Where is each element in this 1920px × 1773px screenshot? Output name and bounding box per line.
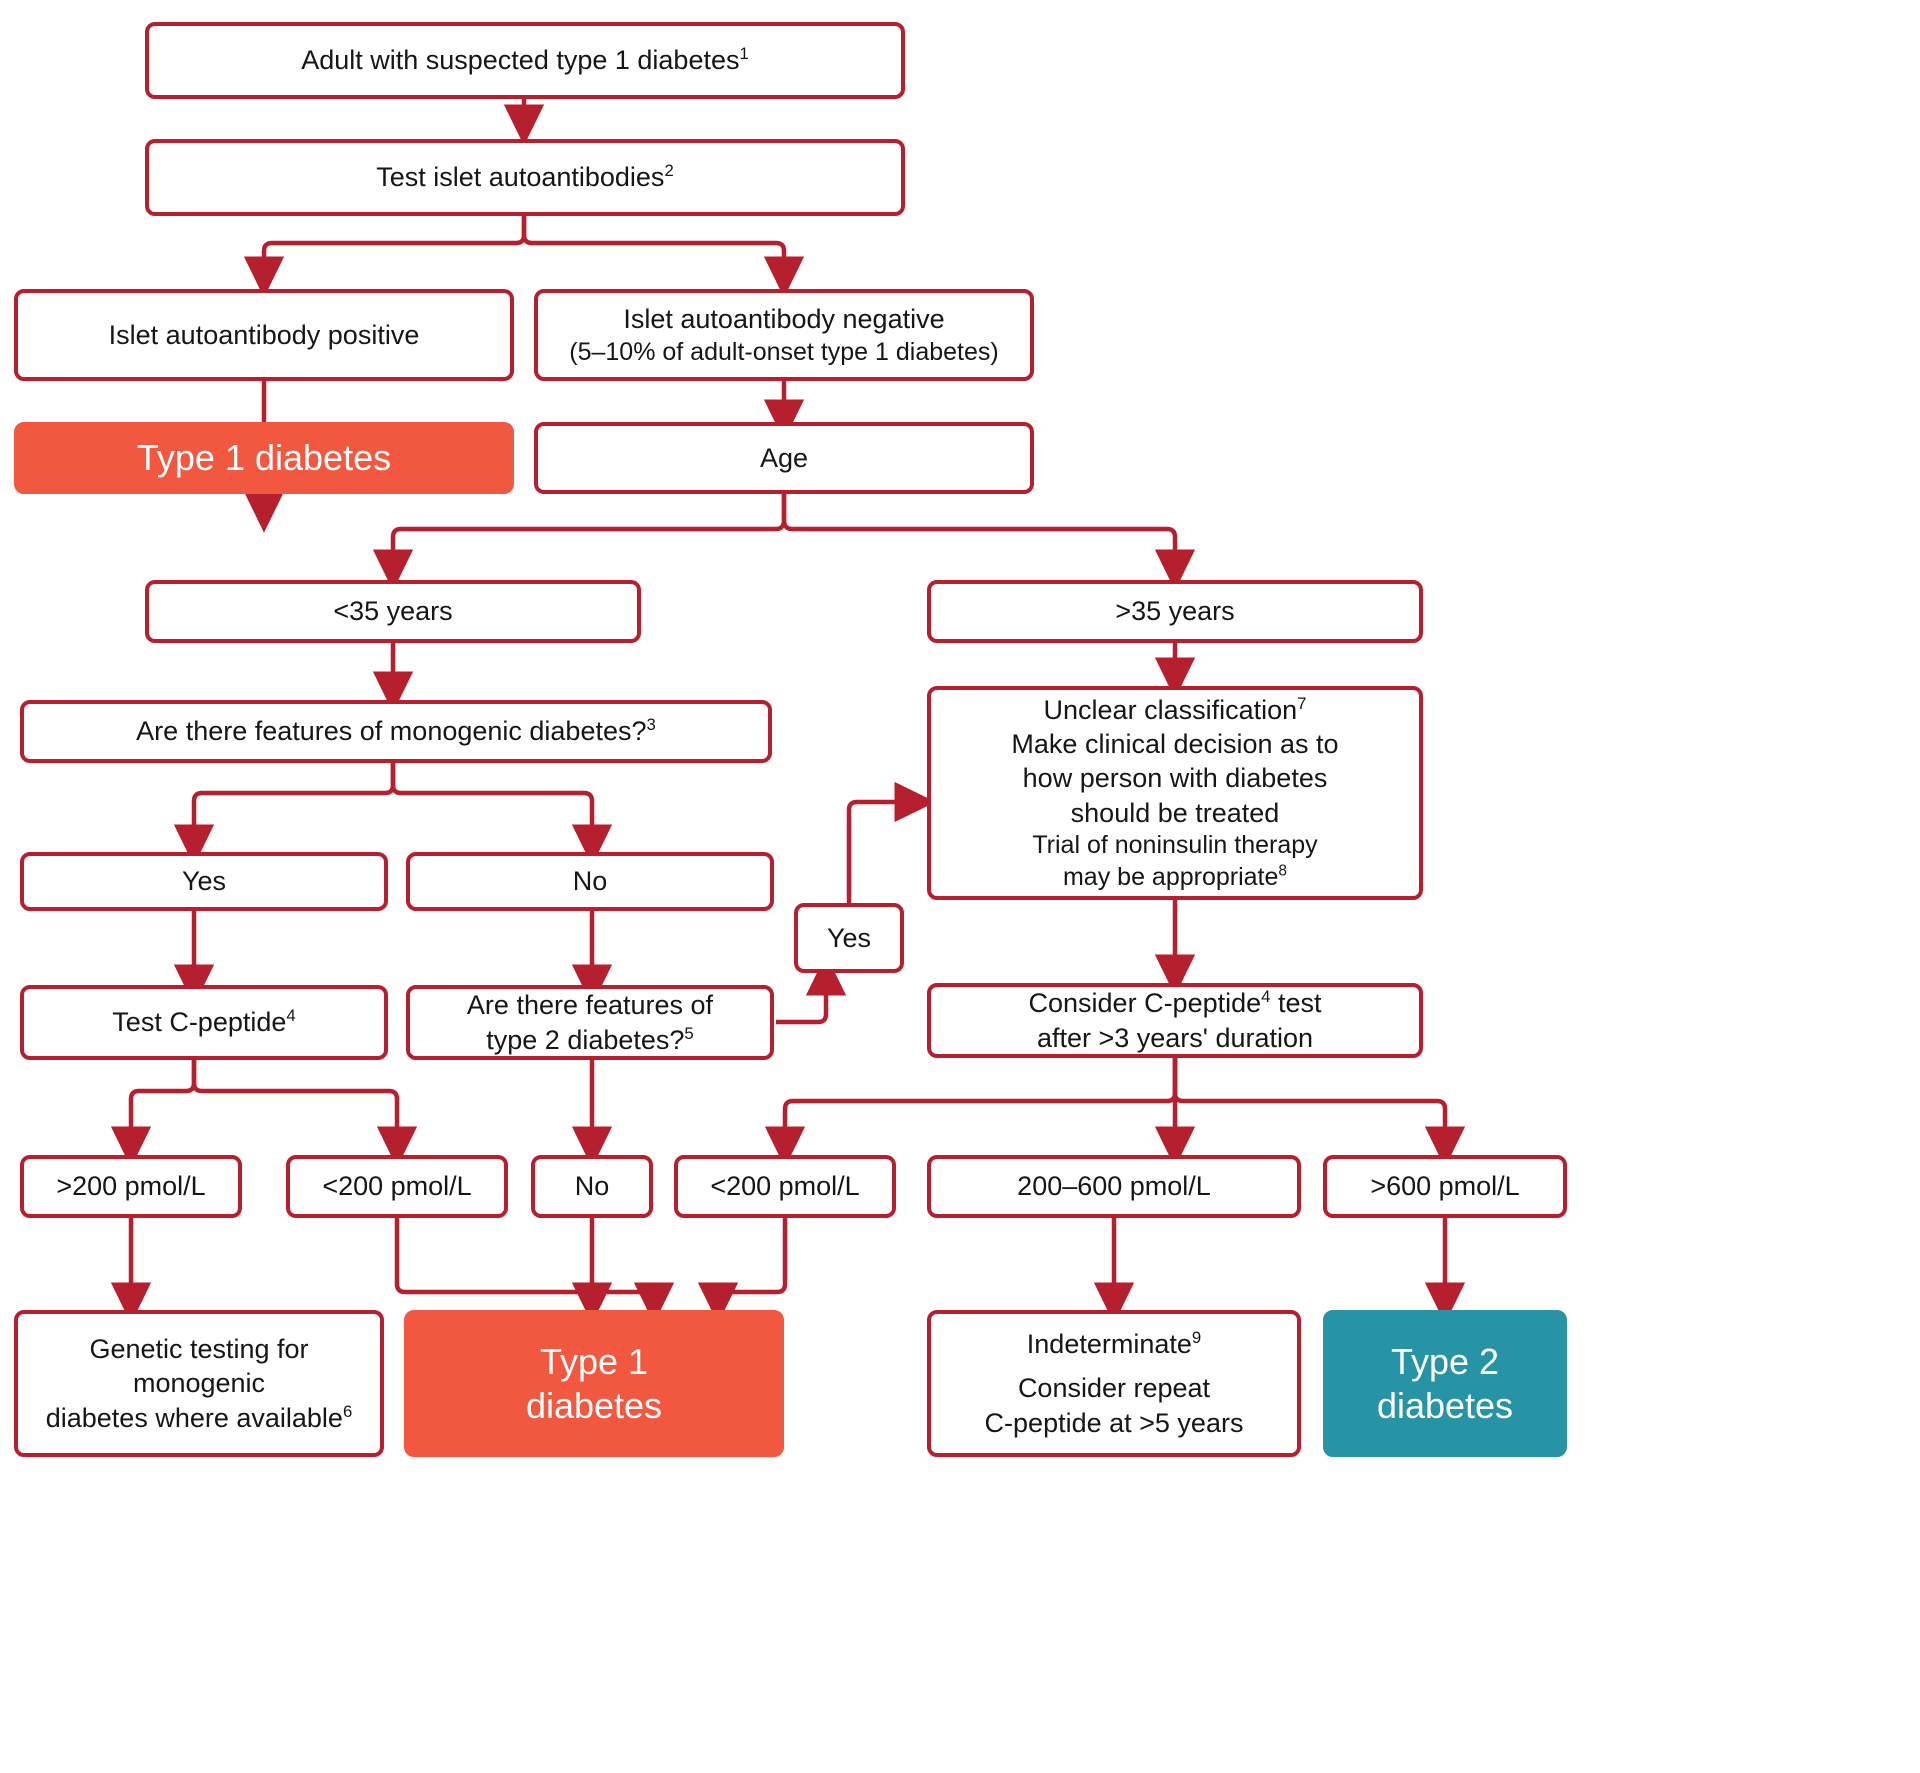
node-lt-200-b-label: <200 pmol/L	[710, 1171, 860, 1202]
node-monogenic-no: No	[406, 852, 774, 911]
node-age-label: Age	[759, 442, 809, 473]
node-monogenic-features-question: Are there features of monogenic diabetes…	[20, 700, 772, 763]
node-suspected-type1: Adult with suspected type 1 diabetes1	[145, 22, 905, 99]
footnote-3: 3	[646, 715, 656, 735]
node-type2-question-line1: Are there features of	[466, 989, 714, 1020]
node-autoantibody-positive-label: Islet autoantibody positive	[108, 319, 420, 350]
node-type1-top-label: Type 1 diabetes	[136, 436, 392, 478]
node-autoantibody-negative-label: Islet autoantibody negative	[623, 303, 945, 334]
node-type1-diabetes-bottom: Type 1 diabetes	[404, 1310, 784, 1457]
node-test-c-peptide: Test C-peptide4	[20, 985, 388, 1060]
node-autoantibody-negative-subtext: (5–10% of adult-onset type 1 diabetes)	[569, 338, 999, 367]
node-over-35-label: >35 years	[1115, 596, 1235, 627]
node-200-600-pmol: 200–600 pmol/L	[927, 1155, 1301, 1218]
node-monogenic-yes-label: Yes	[181, 866, 227, 897]
node-lt-200-pmol-b: <200 pmol/L	[674, 1155, 896, 1218]
node-age: Age	[534, 422, 1034, 494]
node-suspected-label: Adult with suspected type 1 diabetes	[301, 45, 740, 76]
footnote-2: 2	[664, 161, 674, 181]
node-indeterminate-line1: Indeterminate	[1026, 1328, 1192, 1359]
footnote-9: 9	[1191, 1327, 1202, 1347]
footnote-1: 1	[739, 44, 749, 64]
node-consider-c-peptide-line1: Consider C-peptide	[1028, 987, 1262, 1018]
node-genetic-testing-line2: diabetes where available	[45, 1402, 343, 1433]
node-200-600-label: 200–600 pmol/L	[1017, 1171, 1211, 1202]
node-type2-bottom-line2: diabetes	[1376, 1384, 1514, 1426]
node-monogenic-no-label: No	[572, 866, 608, 897]
node-unclear-line3: how person with diabetes	[1022, 763, 1328, 794]
node-type1-bottom-line1: Type 1	[539, 1340, 649, 1382]
node-type2-diabetes-bottom: Type 2 diabetes	[1323, 1310, 1567, 1457]
node-gt-200-pmol: >200 pmol/L	[20, 1155, 242, 1218]
node-monogenic-question-label: Are there features of monogenic diabetes…	[136, 716, 647, 747]
node-under-35-label: <35 years	[333, 596, 453, 627]
footnote-4a: 4	[286, 1006, 296, 1026]
node-unclear-line2: Make clinical decision as to	[1011, 728, 1339, 759]
node-gt-600-label: >600 pmol/L	[1370, 1171, 1520, 1202]
node-indeterminate: Indeterminate9 Consider repeat C-peptide…	[927, 1310, 1301, 1457]
node-type2-features-question: Are there features of type 2 diabetes?5	[406, 985, 774, 1060]
node-under-35-years: <35 years	[145, 580, 641, 643]
footnote-4b: 4	[1261, 986, 1271, 1006]
node-unclear-classification: Unclear classification7 Make clinical de…	[927, 686, 1423, 900]
node-type2-yes-label: Yes	[826, 922, 872, 953]
node-test-autoantibodies: Test islet autoantibodies2	[145, 139, 905, 216]
node-consider-c-peptide-line1b: test	[1270, 987, 1322, 1018]
node-consider-c-peptide-line2: after >3 years' duration	[1036, 1022, 1314, 1053]
node-lt-200-pmol-a: <200 pmol/L	[286, 1155, 508, 1218]
node-indeterminate-line3: C-peptide at >5 years	[984, 1407, 1244, 1438]
node-unclear-line6: may be appropriate	[1062, 862, 1279, 891]
node-type2-features-no: No	[531, 1155, 653, 1218]
node-test-autoantibodies-label: Test islet autoantibodies	[376, 162, 665, 193]
node-type1-bottom-line2: diabetes	[525, 1384, 663, 1426]
node-gt-600-pmol: >600 pmol/L	[1323, 1155, 1567, 1218]
node-unclear-line5: Trial of noninsulin therapy	[1032, 830, 1318, 859]
node-monogenic-yes: Yes	[20, 852, 388, 911]
node-type2-bottom-line1: Type 2	[1390, 1340, 1500, 1382]
node-unclear-line4: should be treated	[1070, 797, 1280, 828]
node-type2-features-yes: Yes	[794, 903, 904, 973]
node-indeterminate-line2: Consider repeat	[1017, 1373, 1211, 1404]
node-test-c-peptide-label: Test C-peptide	[112, 1007, 287, 1038]
node-gt-200-label: >200 pmol/L	[56, 1171, 206, 1202]
node-over-35-years: >35 years	[927, 580, 1423, 643]
footnote-6: 6	[342, 1401, 353, 1421]
node-type2-no-label: No	[574, 1171, 610, 1202]
node-lt-200-a-label: <200 pmol/L	[322, 1171, 472, 1202]
node-autoantibody-positive: Islet autoantibody positive	[14, 289, 514, 381]
node-autoantibody-negative: Islet autoantibody negative (5–10% of ad…	[534, 289, 1034, 381]
node-genetic-testing: Genetic testing for monogenic diabetes w…	[14, 1310, 384, 1457]
footnote-7: 7	[1297, 693, 1307, 713]
node-type2-question-line2: type 2 diabetes?	[486, 1024, 685, 1055]
footnote-8: 8	[1278, 862, 1288, 880]
node-unclear-line1: Unclear classification	[1043, 694, 1298, 725]
node-type1-diabetes-top: Type 1 diabetes	[14, 422, 514, 494]
footnote-5: 5	[684, 1023, 694, 1043]
node-genetic-testing-line1: Genetic testing for monogenic	[89, 1333, 309, 1399]
node-consider-c-peptide: Consider C-peptide4 test after >3 years'…	[927, 983, 1423, 1058]
